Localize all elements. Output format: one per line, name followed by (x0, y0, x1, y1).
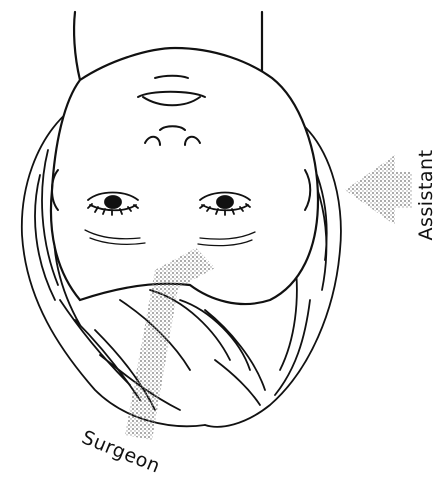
assistant-label: Assistant (415, 149, 437, 240)
assistant-approach-arrow (345, 155, 412, 225)
